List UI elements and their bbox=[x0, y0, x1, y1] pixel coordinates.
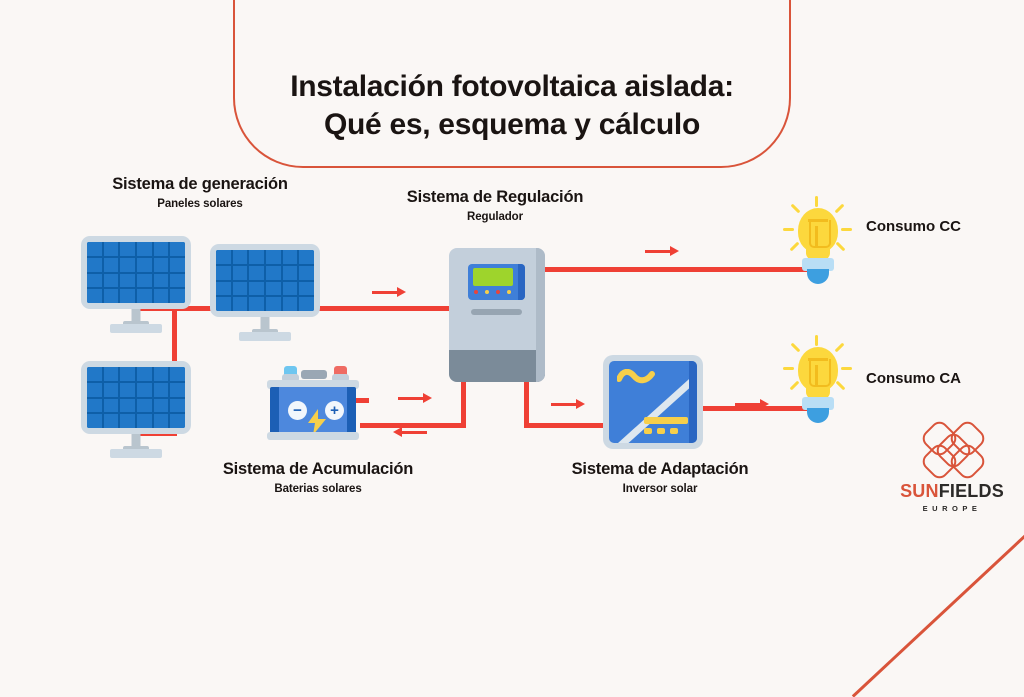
inverter-frame bbox=[603, 355, 703, 449]
regulator-control-panel bbox=[468, 264, 525, 300]
solar-inverter-device bbox=[603, 355, 703, 449]
battery-handle bbox=[301, 370, 327, 379]
solar-panel-2 bbox=[210, 244, 320, 341]
regulation-subtitle: Regulador bbox=[467, 211, 523, 223]
battery-positive-symbol: + bbox=[325, 401, 344, 420]
wire-regulator-to-inverter bbox=[524, 423, 609, 428]
regulator-lower-section bbox=[449, 350, 545, 382]
solar-panel-3 bbox=[81, 361, 191, 458]
ac-load-label: Consumo CA bbox=[866, 370, 961, 387]
solar-panel-base bbox=[239, 332, 291, 341]
solar-panel-cells bbox=[216, 250, 314, 311]
solar-panel-pole bbox=[260, 317, 270, 336]
battery-positive-cap bbox=[332, 374, 349, 382]
arrow-panels-to-regulator bbox=[372, 287, 406, 297]
solar-panel-cells bbox=[87, 242, 185, 303]
solar-panel-base bbox=[110, 324, 162, 333]
accumulation-title: Sistema de Acumulación bbox=[222, 460, 414, 478]
battery-bolt-icon bbox=[308, 409, 326, 435]
arrow-battery-charge bbox=[398, 393, 432, 403]
solar-panel-pole bbox=[131, 434, 141, 453]
logo-sun-text: SUN bbox=[900, 481, 939, 501]
generation-title: Sistema de generación bbox=[112, 175, 288, 193]
solar-panel-frame bbox=[81, 361, 191, 434]
inverter-body bbox=[609, 361, 697, 443]
title-card: Instalación fotovoltaica aislada: Qué es… bbox=[233, 0, 791, 168]
arrow-regulator-to-dc bbox=[645, 246, 679, 256]
regulation-title: Sistema de Regulación bbox=[406, 188, 584, 206]
arrow-inverter-to-ac bbox=[735, 399, 769, 409]
battery-negative-cap bbox=[282, 374, 299, 382]
wire-battery-stub bbox=[355, 398, 369, 403]
solar-panel-frame bbox=[210, 244, 320, 317]
inverter-sine-wave-icon bbox=[617, 369, 655, 384]
inverter-indicator-dots bbox=[644, 428, 688, 434]
solar-panel-frame bbox=[81, 236, 191, 309]
infographic-canvas: Instalación fotovoltaica aislada: Qué es… bbox=[80, 0, 1024, 697]
logo-europe-text: EUROPE bbox=[922, 504, 982, 513]
generation-subtitle: Paneles solares bbox=[157, 198, 243, 210]
adaptation-title: Sistema de Adaptación bbox=[571, 460, 749, 478]
wire-battery-to-regulator bbox=[360, 423, 466, 428]
dc-load-bulb-icon bbox=[781, 196, 855, 284]
battery-base-rail bbox=[267, 432, 359, 440]
regulator-vent-slot bbox=[471, 309, 522, 315]
solar-panel-1 bbox=[81, 236, 191, 333]
charge-regulator-device bbox=[449, 248, 545, 382]
wire-regulator-down-inverter bbox=[524, 378, 529, 428]
wire-regulator-to-dc-load bbox=[540, 267, 816, 272]
sunfields-europe-logo: SUNFIELDS EUROPE bbox=[888, 417, 1016, 513]
battery-top-rail bbox=[267, 380, 359, 389]
page-title: Instalación fotovoltaica aislada: Qué es… bbox=[290, 69, 734, 141]
regulation-label-group: Sistema de Regulación Regulador bbox=[375, 188, 615, 223]
accumulation-label-group: Sistema de Acumulación Baterias solares bbox=[193, 460, 443, 495]
solar-panel-cells bbox=[87, 367, 185, 428]
battery-negative-symbol: − bbox=[288, 401, 307, 420]
adaptation-subtitle: Inversor solar bbox=[622, 483, 698, 495]
inverter-indicator-bars bbox=[644, 417, 688, 434]
sunfields-flower-mark-icon bbox=[918, 417, 989, 483]
logo-wordmark: SUNFIELDS bbox=[888, 482, 1016, 500]
wire-inverter-to-ac-load bbox=[698, 406, 816, 411]
arrow-battery-discharge bbox=[393, 427, 427, 437]
solar-panel-base bbox=[110, 449, 162, 458]
solar-battery-device: − + bbox=[258, 362, 368, 444]
ac-load-bulb-icon bbox=[781, 335, 855, 423]
battery-body: − + bbox=[270, 387, 356, 435]
solar-panel-pole bbox=[131, 309, 141, 328]
logo-fields-text: FIELDS bbox=[938, 481, 1004, 501]
accumulation-subtitle: Baterias solares bbox=[274, 483, 362, 495]
regulator-body bbox=[449, 248, 545, 382]
regulator-indicator-lights bbox=[474, 290, 511, 294]
regulator-lcd-screen bbox=[473, 268, 513, 286]
dc-load-label: Consumo CC bbox=[866, 218, 961, 235]
adaptation-label-group: Sistema de Adaptación Inversor solar bbox=[540, 460, 780, 495]
arrow-regulator-to-inverter bbox=[551, 399, 585, 409]
generation-label-group: Sistema de generación Paneles solares bbox=[80, 175, 320, 210]
wire-regulator-down-battery bbox=[461, 378, 466, 428]
